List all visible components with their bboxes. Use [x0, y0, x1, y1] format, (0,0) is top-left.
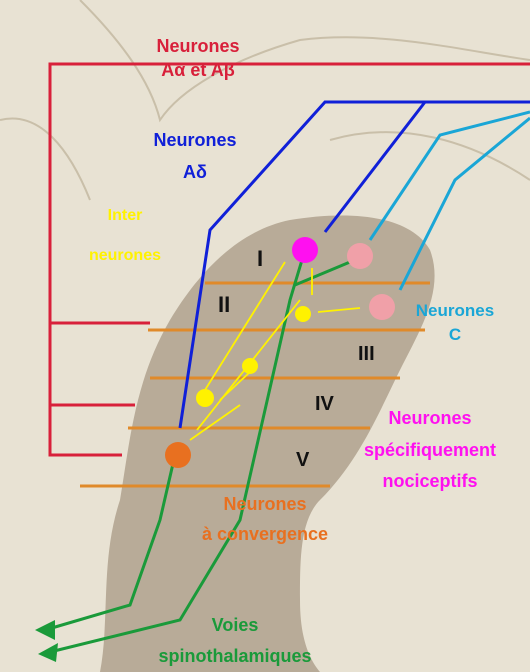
c-label-line2: C: [449, 325, 461, 344]
voies-label-line1: Voies: [212, 615, 259, 635]
interneuron-1: [295, 306, 311, 322]
pink-cell-lamina-I: [347, 243, 373, 269]
convergence-label-line1: Neurones: [223, 494, 306, 514]
interneurones-label-line2: neurones: [89, 247, 161, 264]
nociceptifs-label-line1: Neurones: [388, 408, 471, 428]
wide-dynamic-range-neuron: [165, 442, 191, 468]
pink-cell-lamina-II: [369, 294, 395, 320]
lamina-I-label: I: [257, 246, 263, 271]
ab-label-line2: Aα et Aβ: [161, 60, 234, 80]
nociceptive-specific-neuron: [292, 237, 318, 263]
lamina-V-label: V: [296, 449, 310, 471]
nociceptifs-label-line2: spécifiquement: [364, 440, 496, 460]
interneurones-label-line1: Inter: [108, 207, 143, 224]
ab-label-line1: Neurones: [156, 36, 239, 56]
lamina-II-label: II: [218, 292, 230, 317]
voies-label-line2: spinothalamiques: [158, 646, 311, 666]
c-label-line1: Neurones: [416, 301, 494, 320]
lamina-IV-label: IV: [315, 393, 335, 415]
lamina-III-label: III: [358, 343, 375, 365]
convergence-label-line2: à convergence: [202, 524, 328, 544]
nociceptifs-label-line3: nociceptifs: [382, 471, 477, 491]
interneuron-3: [196, 389, 214, 407]
ad-label-line1: Neurones: [153, 130, 236, 150]
ad-label-line2: Aδ: [183, 162, 207, 182]
interneuron-2: [242, 358, 258, 374]
